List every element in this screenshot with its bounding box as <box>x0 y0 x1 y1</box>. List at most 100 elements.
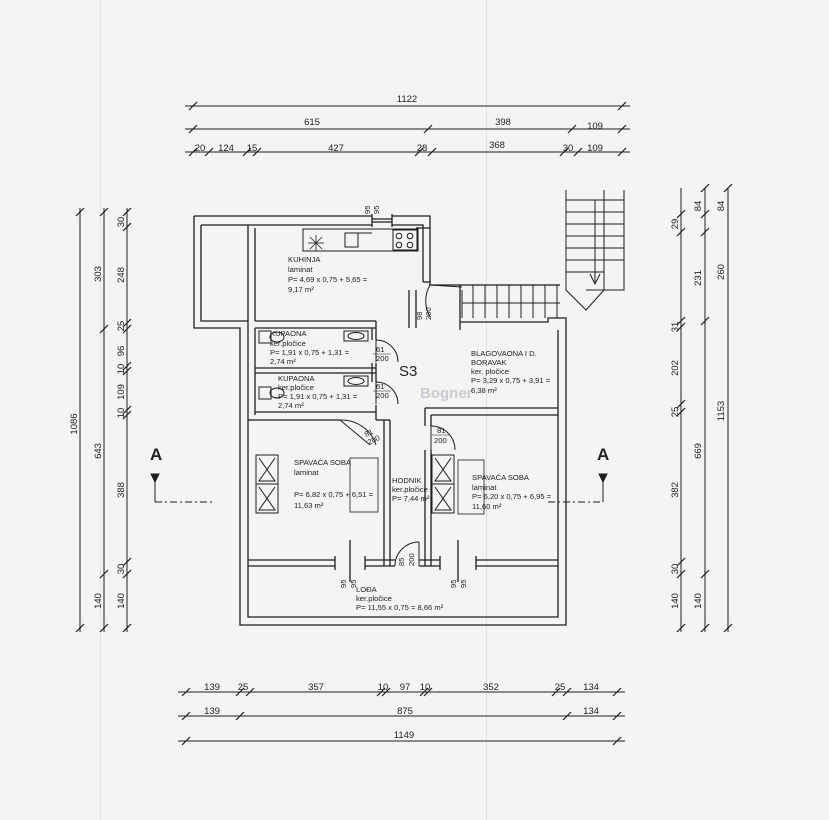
room-area: 2,74 m² <box>278 401 304 410</box>
dim-right: 382 <box>670 482 681 498</box>
room-formula: P= 11,55 x 0,75 = 8,66 m² <box>356 603 444 612</box>
section-label: A <box>150 445 162 464</box>
room-area: 9,17 m² <box>288 285 314 294</box>
dim-bottom: 25 <box>555 682 566 693</box>
external-staircase <box>460 190 625 318</box>
toilet-icon <box>258 330 272 344</box>
watermark: Bogner <box>420 385 473 402</box>
paper-fold-line <box>486 0 487 820</box>
room-name: LOĐA <box>356 585 378 594</box>
opening-height: 200 <box>376 354 389 363</box>
unit-label: S3 <box>399 363 417 380</box>
dim-right: 140 <box>693 593 704 609</box>
toilet-icon <box>258 386 272 400</box>
opening-height: 95 <box>349 580 358 588</box>
room-name: KUPAONA <box>270 329 308 338</box>
room-floor: laminat <box>472 483 497 492</box>
dim-bottom: 352 <box>483 682 499 693</box>
dim-top-total: 1122 <box>397 94 417 105</box>
dim-right: 30 <box>670 564 681 575</box>
dim-left: 30 <box>116 217 127 228</box>
washbasin-icon <box>343 375 369 387</box>
opening-height: 95 <box>372 206 381 214</box>
opening-width: 95 <box>449 580 458 588</box>
room-formula: P= 7,44 m² <box>392 494 430 503</box>
dim-right: 29 <box>670 219 681 230</box>
opening-tags: 95 95 98 200 61 200 61 200 81 200 81 200… <box>339 206 468 588</box>
room-floor: ker.pločice <box>392 485 428 494</box>
dim-bottom-total: 1149 <box>394 730 414 741</box>
dim-right: 84 <box>693 201 704 212</box>
opening-width: 95 <box>339 580 348 588</box>
dim-left: 303 <box>93 266 104 282</box>
dim-right-total: 1153 <box>716 401 727 421</box>
dim-bottom: 97 <box>400 682 411 693</box>
room-floor: laminat <box>288 265 313 274</box>
room-floor: ker.pločice <box>278 383 314 392</box>
dim-right: 669 <box>693 443 704 459</box>
fridge-icon <box>308 235 324 251</box>
dim-top: 28 <box>417 143 428 154</box>
opening-width: 61 <box>376 345 384 354</box>
room-name: KUHINJA <box>288 255 321 264</box>
room-floor: laminat <box>294 468 319 477</box>
dim-bottom: 875 <box>397 706 413 717</box>
room-floor: ker. pločice <box>471 367 509 376</box>
dim-bottom: 139 <box>204 682 220 693</box>
room-formula: P= 6,82 x 0,75 + 6,51 = <box>294 490 374 499</box>
opening-height: 200 <box>434 436 447 445</box>
cooktop-icon <box>392 229 418 251</box>
dim-top: 368 <box>489 140 505 151</box>
dim-top: 109 <box>587 143 603 154</box>
opening-height: 200 <box>407 553 416 566</box>
dim-top: 398 <box>495 117 511 128</box>
dim-left: 30 <box>116 564 127 575</box>
room-labels: KUHINJA laminat P= 4,69 x 0,75 + 5,65 = … <box>270 255 552 612</box>
room-formula: P= 3,29 x 0,75 + 3,91 = <box>471 376 551 385</box>
bathroom-fixtures <box>258 330 369 400</box>
dim-left: 10 <box>116 408 127 419</box>
walls <box>193 214 567 626</box>
room-area: 2,74 m² <box>270 357 296 366</box>
dim-left: 109 <box>116 384 127 400</box>
bed-icon <box>431 454 455 514</box>
room-floor: ker.pločice <box>356 594 392 603</box>
top-dimension-chains: 1122 615 398 109 20 124 15 427 28 368 30… <box>185 94 630 157</box>
room-formula: P= 1,91 x 0,75 + 1,31 = <box>278 392 358 401</box>
dim-bottom: 134 <box>583 706 599 717</box>
room-name: SPAVAĆA SOBA <box>294 458 352 467</box>
opening-height: 95 <box>459 580 468 588</box>
kitchen-counter <box>302 228 419 252</box>
dim-right: 202 <box>670 360 681 376</box>
dim-bottom: 10 <box>420 682 431 693</box>
dim-right: 231 <box>693 270 704 286</box>
opening-width: 81 <box>363 427 374 439</box>
dim-bottom: 134 <box>583 682 599 693</box>
dim-top: 109 <box>587 121 603 132</box>
room-area: 6,38 m² <box>471 386 497 395</box>
opening-height: 200 <box>376 391 389 400</box>
dim-bottom: 357 <box>308 682 324 693</box>
opening-height: 200 <box>424 307 433 320</box>
opening-width: 85 <box>397 558 406 566</box>
room-formula: P= 6,20 x 0,75 + 6,95 = <box>472 492 552 501</box>
dim-right: 25 <box>670 407 681 418</box>
dim-left: 140 <box>93 593 104 609</box>
room-name: SPAVAĆA SOBA <box>472 473 530 482</box>
room-area: 11,63 m² <box>294 501 324 510</box>
dim-left: 10 <box>116 364 127 375</box>
opening-width: 81 <box>437 426 445 435</box>
bottom-dimension-chains: 139 25 357 10 97 10 352 25 134 139 875 1… <box>178 682 625 746</box>
dim-left: 25 <box>116 321 127 332</box>
dim-right: 84 <box>716 201 727 212</box>
section-label: A <box>597 445 609 464</box>
dim-right: 140 <box>670 593 681 609</box>
room-area: 11,60 m² <box>472 502 502 511</box>
dim-right: 260 <box>716 264 727 280</box>
sink-icon <box>344 232 359 248</box>
opening-width: 95 <box>363 206 372 214</box>
dim-left: 248 <box>116 267 127 283</box>
right-dimension-chains: 29 84 84 231 260 31 202 25 669 1153 382 … <box>670 183 733 633</box>
